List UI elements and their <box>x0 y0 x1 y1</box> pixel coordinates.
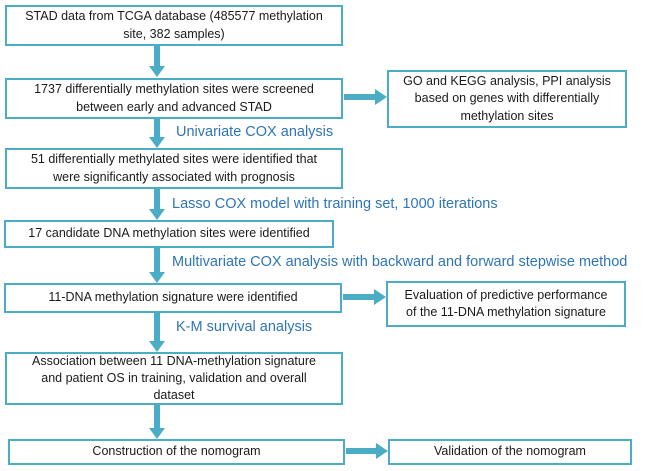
box-candidate-sites: 17 candidate DNA methylation sites were … <box>4 220 334 248</box>
arrow-right-signature-to-evaluation <box>343 289 386 305</box>
arrow-shaft <box>153 118 160 137</box>
arrow-down-association-to-construction <box>148 404 165 439</box>
box-screened-sites: 1737 differentially methylation sites we… <box>5 78 343 119</box>
arrow-shaft <box>153 312 160 341</box>
box-11dna-signature: 11-DNA methylation signature were identi… <box>4 283 342 313</box>
box-validation-nomogram: Validation of the nomogram <box>388 439 632 465</box>
arrow-shaft <box>343 294 374 300</box>
arrow-head-icon <box>148 272 165 283</box>
arrow-head-icon <box>375 89 387 105</box>
arrow-down-candidate-to-signature <box>148 248 165 283</box>
arrow-head-icon <box>148 428 165 439</box>
arrow-shaft <box>344 94 375 100</box>
arrow-head-icon <box>148 209 165 220</box>
arrow-head-icon <box>148 66 165 77</box>
box-association-os: Association between 11 DNA-methylation s… <box>5 352 343 405</box>
step-label-multivariate-cox: Multivariate COX analysis with backward … <box>172 254 628 270</box>
step-label-km-survival: K-M survival analysis <box>176 319 313 335</box>
arrow-down-signature-to-association <box>148 312 165 352</box>
box-prognosis-sites: 51 differentially methylated sites were … <box>5 148 343 189</box>
arrow-head-icon <box>148 341 165 352</box>
step-label-univariate-cox: Univariate COX analysis <box>176 124 334 140</box>
arrow-shaft <box>153 248 160 272</box>
arrow-down-tcga-to-screened <box>148 45 165 77</box>
box-evaluation-performance: Evaluation of predictive performance of … <box>386 281 626 327</box>
arrow-head-icon <box>148 137 165 148</box>
box-tcga-data: STAD data from TCGA database (485577 met… <box>5 5 343 46</box>
arrow-shaft <box>153 45 160 66</box>
arrow-right-screened-to-gokegg <box>344 89 387 105</box>
box-go-kegg-ppi: GO and KEGG analysis, PPI analysis based… <box>387 70 627 128</box>
arrow-right-construction-to-validation <box>346 443 388 459</box>
box-construction-nomogram: Construction of the nomogram <box>8 439 345 465</box>
arrow-head-icon <box>376 443 388 459</box>
arrow-down-prognosis-to-candidate <box>148 188 165 220</box>
arrow-shaft <box>346 448 376 454</box>
arrow-head-icon <box>374 289 386 305</box>
step-label-lasso-cox: Lasso COX model with training set, 1000 … <box>172 196 498 212</box>
arrow-shaft <box>153 188 160 209</box>
arrow-shaft <box>153 404 160 428</box>
arrow-down-screened-to-prognosis <box>148 118 165 148</box>
